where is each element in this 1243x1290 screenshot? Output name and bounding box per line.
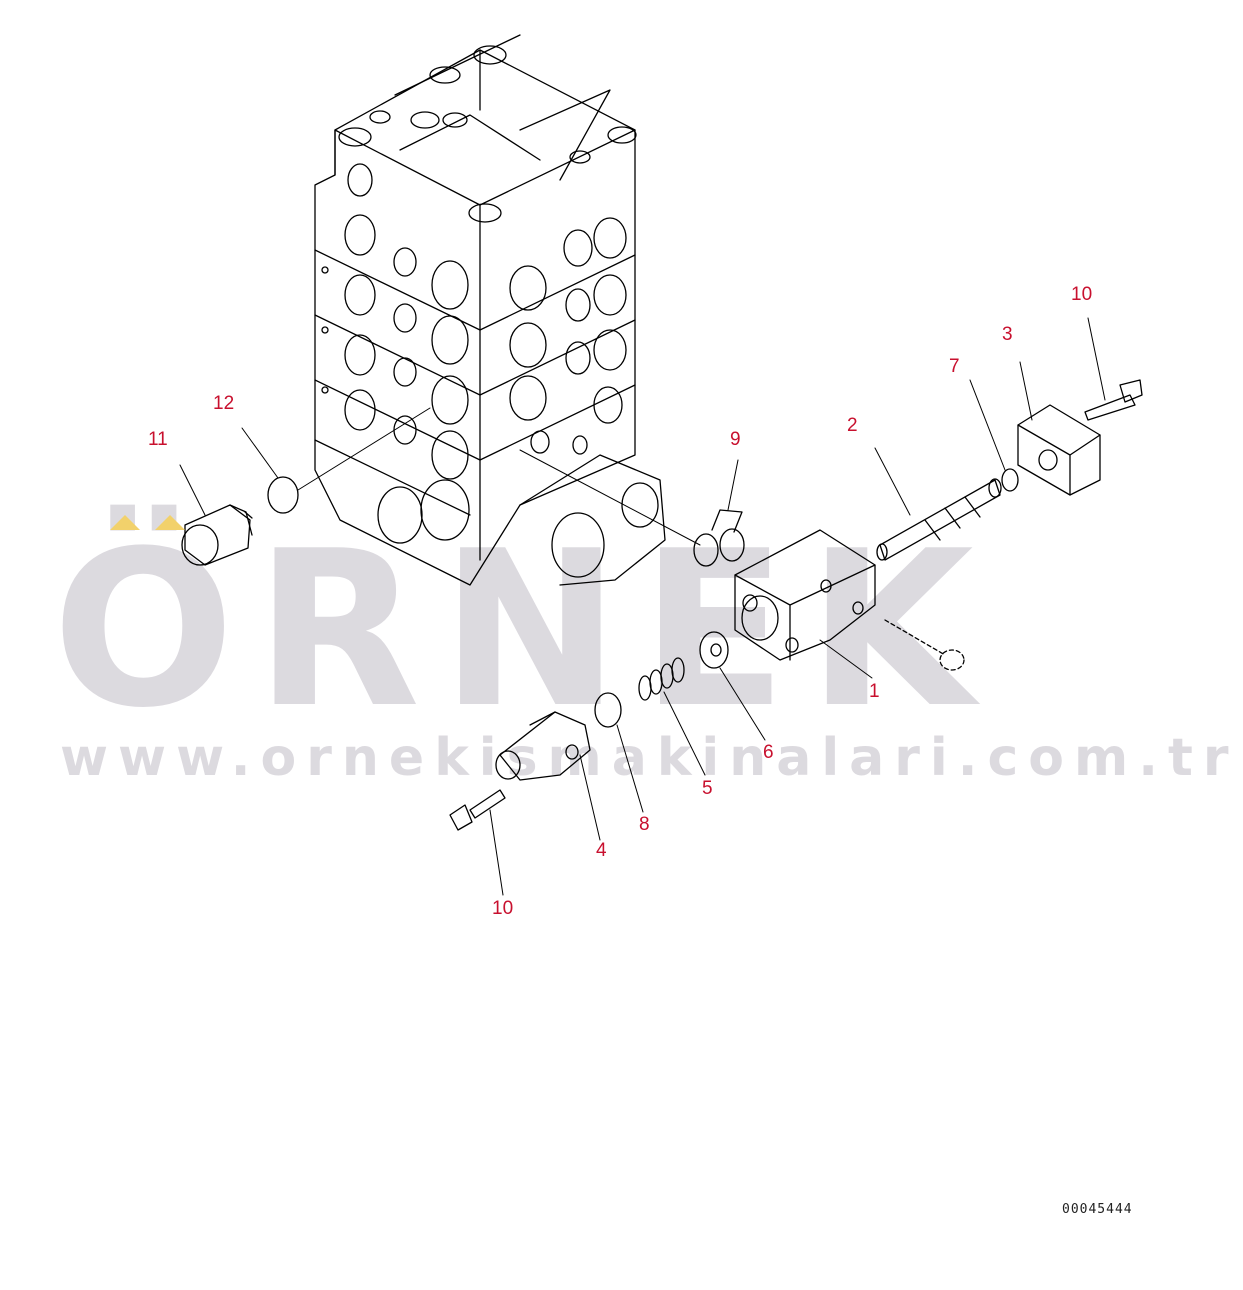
- part-6-washer: [699, 631, 729, 669]
- callout-9: 9: [730, 429, 741, 450]
- callout-7: 7: [949, 356, 960, 377]
- part-8-o-ring: [594, 692, 622, 728]
- callout-10-top: 10: [1071, 284, 1093, 305]
- part-11-plug: [181, 504, 253, 566]
- part-12-o-ring: [267, 476, 299, 514]
- callout-12: 12: [213, 393, 235, 414]
- yellow-accent: [110, 515, 185, 530]
- callout-6: 6: [763, 742, 774, 763]
- leader-lines: [179, 317, 1106, 896]
- watermark-url: www.ornekismakinalari.com.tr: [60, 728, 1239, 788]
- document-number: 00045444: [1062, 1202, 1133, 1217]
- part-1-valve-housing: [734, 529, 876, 661]
- callout-1: 1: [869, 681, 880, 702]
- part-10-bolt-bottom: [449, 789, 506, 831]
- callout-8: 8: [639, 814, 650, 835]
- watermark-brand: ÖRNEK: [52, 504, 994, 755]
- part-9-o-rings: [693, 509, 745, 567]
- part-7-o-ring: [1001, 468, 1019, 492]
- part-3-cover: [1017, 404, 1101, 496]
- callout-5: 5: [702, 778, 713, 799]
- callout-3: 3: [1002, 324, 1013, 345]
- part-5-spring: [638, 657, 685, 701]
- callout-10-bottom: 10: [492, 898, 514, 919]
- callout-11: 11: [148, 429, 168, 450]
- callout-2: 2: [847, 415, 858, 436]
- part-10-bolt-top: [1084, 379, 1143, 421]
- part-2-spool: [876, 478, 1002, 561]
- part-4-end-cap: [495, 711, 591, 781]
- callout-4: 4: [596, 840, 607, 861]
- control-valve-block: [314, 34, 666, 586]
